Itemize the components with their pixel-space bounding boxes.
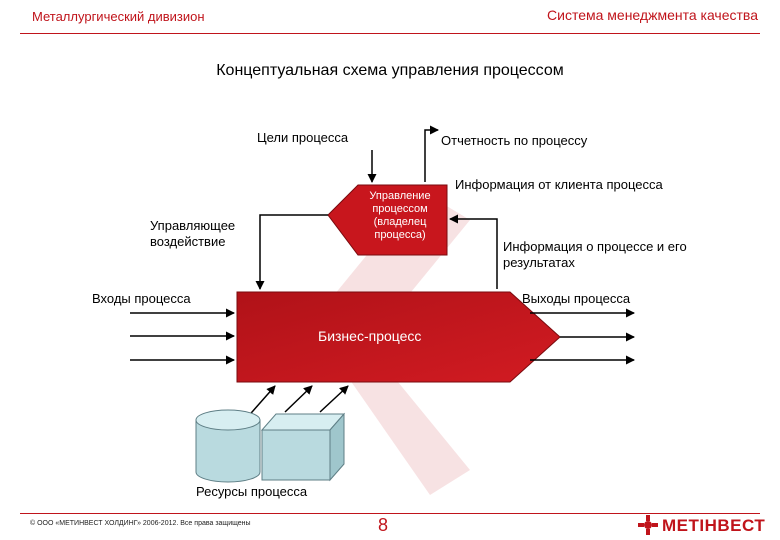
label-client-info: Информация от клиента процесса: [455, 177, 663, 192]
resource-cylinder: [195, 409, 261, 483]
label-process-goals: Цели процесса: [257, 130, 349, 145]
reporting-arrow: [424, 125, 439, 182]
feedback-arrow: [449, 214, 498, 289]
output-arrows: [530, 308, 635, 365]
division-title: Металлургический дивизион: [32, 9, 205, 24]
header-divider: [20, 33, 760, 34]
slide-title: Концептуальная схема управления процессо…: [216, 62, 564, 79]
page-number: 8: [378, 515, 389, 535]
input-arrows: [130, 308, 235, 365]
label-process-info: Информация о процессе и его результатах: [503, 239, 687, 270]
resource-cube: [260, 412, 346, 482]
metinvest-logo-icon: [638, 515, 658, 535]
label-resources: Ресурсы процесса: [196, 484, 308, 499]
copyright: © ООО «МЕТИНВЕСТ ХОЛДИНГ» 2006-2012. Все…: [30, 520, 251, 527]
label-control-action: Управляющее воздействие: [150, 218, 236, 249]
system-title: Система менеджмента качества: [547, 7, 758, 23]
label-outputs: Выходы процесса: [522, 291, 631, 306]
label-business-process: Бизнес-процесс: [318, 328, 422, 344]
label-process-reporting: Отчетность по процессу: [441, 133, 588, 148]
management-box: [327, 184, 448, 256]
footer-divider: [20, 513, 760, 514]
metinvest-logo-text: МЕТІНВЕСТ: [662, 516, 766, 535]
label-management-box: Управление процессом (владелец процесса): [369, 190, 431, 241]
control-action-arrow: [255, 214, 328, 290]
label-inputs: Входы процесса: [92, 291, 191, 306]
